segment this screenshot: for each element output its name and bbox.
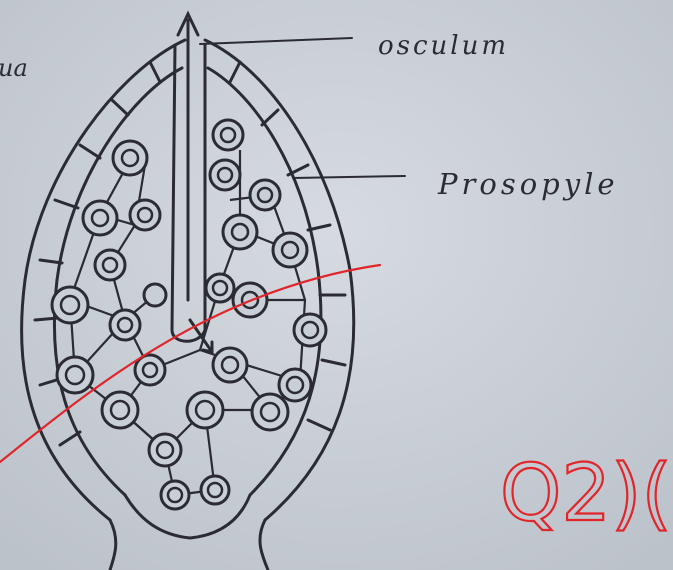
chamber [223, 215, 257, 249]
chamber [294, 314, 326, 346]
chamber [161, 481, 189, 509]
chamber [95, 250, 125, 280]
chamber [52, 287, 88, 323]
chamber [213, 348, 247, 382]
chamber [113, 141, 147, 175]
top-left-label-fragment: ua [0, 54, 28, 82]
chamber [130, 200, 160, 230]
chamber [83, 201, 117, 235]
chamber [144, 284, 166, 306]
chamber [252, 394, 288, 430]
chamber [57, 357, 93, 393]
question-mark-annotation: Q2)( [500, 449, 672, 539]
chamber [210, 160, 240, 190]
chamber [273, 233, 307, 267]
chamber [206, 274, 234, 302]
osculum-label: osculum [378, 31, 509, 61]
chamber [201, 476, 229, 504]
chamber [187, 392, 223, 428]
chamber [102, 392, 138, 428]
chamber [213, 120, 243, 150]
prosopyle-label: Prosopyle [437, 167, 619, 201]
chamber [250, 180, 280, 210]
chamber [279, 369, 311, 401]
chamber [149, 434, 181, 466]
chamber [110, 310, 140, 340]
